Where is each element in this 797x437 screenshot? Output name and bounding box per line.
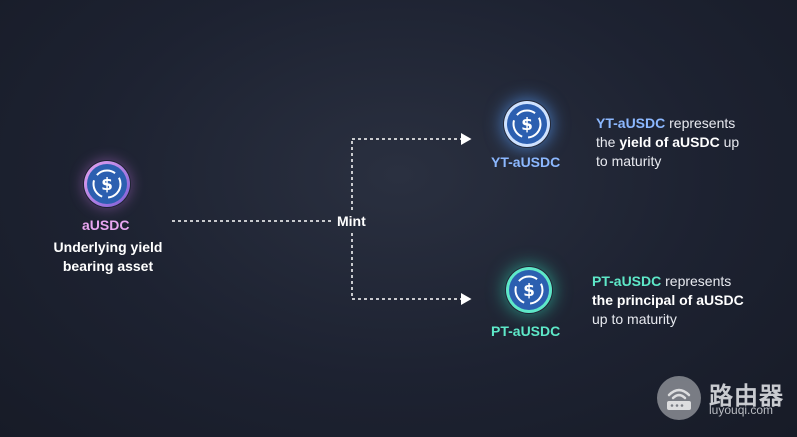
svg-text:$: $ — [523, 281, 535, 301]
pt-desc-bold: the principal of aUSDC — [592, 292, 744, 308]
source-token-label: aUSDC — [82, 217, 130, 233]
yt-desc-rest1: represents — [665, 115, 736, 131]
watermark-title: 路由器 — [709, 382, 784, 410]
router-icon — [657, 376, 701, 420]
pt-desc-rest1: represents — [661, 273, 732, 289]
pt-desc-name: PT-aUSDC — [592, 273, 662, 289]
watermark: 路由器 luyouqi.com — [657, 374, 797, 424]
yt-description: YT-aUSDC represents the yield of aUSDC u… — [596, 114, 739, 171]
pt-description: PT-aUSDC represents the principal of aUS… — [592, 272, 744, 329]
pt-desc-line3: up to maturity — [592, 311, 677, 327]
source-subtitle-line1: Underlying yield — [53, 239, 163, 255]
svg-text:$: $ — [521, 115, 533, 135]
yt-desc-name: YT-aUSDC — [596, 115, 666, 131]
yt-desc-suffix: up — [719, 134, 740, 150]
yt-desc-line3: to maturity — [596, 153, 662, 169]
pt-usdc-icon: $ — [505, 266, 553, 314]
yt-desc-bold: yield of aUSDC — [619, 134, 720, 150]
source-usdc-icon: $ — [83, 160, 131, 208]
pt-token-label: PT-aUSDC — [491, 323, 561, 339]
yt-token-label: YT-aUSDC — [491, 154, 561, 170]
mint-label: Mint — [337, 213, 366, 229]
svg-text:$: $ — [101, 175, 113, 195]
yt-desc-prefix: the — [596, 134, 620, 150]
watermark-url: luyouqi.com — [709, 403, 774, 417]
yt-usdc-icon: $ — [503, 100, 551, 148]
source-subtitle-line2: bearing asset — [62, 258, 154, 274]
source-subtitle: Underlying yield bearing asset — [40, 238, 176, 276]
